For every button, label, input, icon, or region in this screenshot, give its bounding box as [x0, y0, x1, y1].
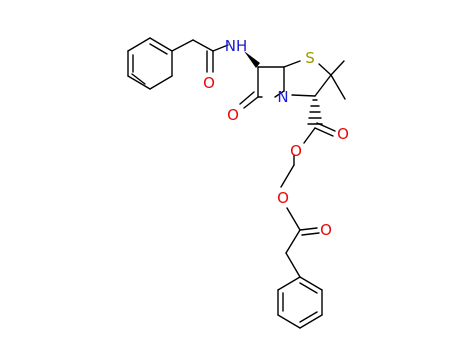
bottom-benzene-ring [277, 276, 323, 329]
nh-wedge-bond [244, 51, 260, 68]
amide-oxygen-label: O [203, 74, 215, 92]
lactam-oxygen-label: O [227, 106, 239, 124]
phenylacetyl-side-chain [171, 39, 229, 73]
acyloxy-bridge-oxygen-label: O [277, 189, 289, 207]
ester-chain [280, 122, 336, 278]
ring-nitrogen-label: N [277, 88, 288, 106]
penam-core [239, 60, 346, 109]
ester-bridge-oxygen-label: O [290, 142, 302, 160]
acyloxy-carbonyl-oxygen-label: O [320, 221, 332, 239]
top-benzene-ring [127, 37, 173, 90]
amide-nh-label: NH [225, 37, 248, 55]
sulfur-label: S [305, 49, 315, 67]
ester-carbonyl-oxygen-label: O [337, 125, 349, 143]
hashed-stereo-bond [307, 99, 323, 125]
